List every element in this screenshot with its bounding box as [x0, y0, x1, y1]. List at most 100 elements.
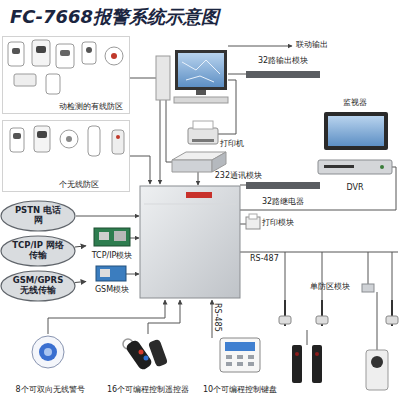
door-contact: [14, 74, 36, 86]
wire: [198, 172, 199, 185]
pir-detector: [32, 40, 50, 66]
pc-keyboard: [174, 97, 228, 103]
keypad-lcd: [225, 342, 255, 351]
smoke-led: [111, 53, 117, 59]
detector-lens: [36, 46, 46, 53]
panel-logo: [186, 192, 212, 198]
detector-lens: [66, 136, 72, 142]
board-chip: [99, 232, 109, 240]
panel-edge: [144, 204, 236, 205]
pc-tower: [156, 56, 170, 100]
module-box: 232通讯模块: [170, 150, 262, 180]
module-box: 打印模块: [244, 214, 314, 232]
node-label: TCP/IP模块: [92, 251, 133, 260]
keypad: [220, 338, 260, 372]
connector-arrow: [75, 281, 86, 282]
diagram-title: FC-7668报警系统示意图: [10, 5, 219, 29]
wire: [322, 252, 323, 300]
module-box: TCP/IP模块: [86, 226, 138, 260]
remote-control: [148, 339, 168, 368]
detector-lens: [86, 47, 92, 53]
wire: [240, 224, 246, 225]
remote-button: [144, 356, 149, 361]
node-label: 232通讯模块: [215, 171, 262, 180]
network-ellipse: TCP/IP 网络传输: [0, 235, 76, 267]
printer-paper: [193, 121, 213, 129]
bus-label: RS-485: [212, 303, 221, 332]
wire: [377, 292, 378, 350]
wire: [392, 252, 393, 300]
wireless-detector: [112, 130, 124, 154]
beam-detector: [292, 345, 302, 383]
wire: [368, 252, 369, 284]
pc-monitor: [175, 50, 227, 90]
remote-control: [125, 339, 154, 372]
gsm-board: [96, 266, 126, 281]
network-ellipse-shape: [1, 236, 75, 266]
board-chip: [100, 269, 110, 277]
wire: [126, 274, 139, 275]
map-lines: [182, 60, 220, 82]
output-module-bar: [246, 71, 320, 78]
zone-group: 动检测的有线防区: [2, 36, 130, 114]
keypad-key: [248, 362, 254, 366]
wire: [240, 185, 246, 186]
bus-label: RS-487: [250, 255, 279, 264]
detector-lens: [12, 48, 20, 54]
beam-lens: [315, 352, 319, 356]
pir-detector: [82, 42, 96, 64]
node-label: 个无线防区: [59, 180, 99, 189]
siren-lamp: [39, 343, 57, 361]
siren-lamp-core: [44, 348, 52, 356]
pc-stand: [196, 90, 206, 95]
node-label: 32路输出模块: [258, 56, 308, 65]
print-paper: [249, 214, 257, 219]
dome-lens: [371, 356, 383, 368]
module-box: 32路继电器: [246, 180, 320, 206]
keypad-key: [237, 362, 243, 366]
wire: [166, 100, 172, 162]
wire: [228, 74, 246, 75]
curtain-detector: [279, 316, 291, 324]
node-label: DVR: [346, 183, 363, 192]
node-label: 10个可编程控制键盘: [203, 385, 277, 394]
curtain-detector: [316, 316, 328, 324]
module-box: 单防区模块: [300, 280, 360, 294]
bus-line: [240, 252, 398, 253]
wire: [148, 300, 180, 334]
connector-arrow: [75, 246, 86, 247]
dvr-led: [380, 165, 384, 169]
pir-detector: [56, 44, 74, 68]
node-label: GSM模块: [95, 285, 129, 294]
keypad-key: [226, 355, 232, 359]
node-label: 8个可双向无线警号: [15, 385, 84, 394]
zone-module-icon: [362, 284, 374, 292]
beam-detector: [312, 345, 322, 383]
board-connector: [114, 231, 126, 241]
beam-lens: [295, 352, 299, 356]
comm-module-front: [172, 160, 212, 172]
zone-group: 个无线防区: [2, 120, 130, 192]
detector-lens: [37, 131, 47, 138]
wire: [212, 300, 213, 338]
pc-screen: [178, 53, 224, 87]
tcpip-board: [94, 228, 130, 246]
glass-break-detector: [46, 74, 60, 94]
dvr-slot: [324, 165, 354, 168]
network-ellipse: PSTN 电话网: [0, 200, 76, 232]
relay-module-bar: [246, 182, 320, 189]
wireless-siren: [32, 336, 64, 368]
printer-slot: [192, 139, 214, 142]
wireless-detector: [34, 126, 50, 152]
monitor-icon: [324, 112, 388, 150]
node-label: 打印机: [220, 139, 244, 148]
alarm-panel: [140, 186, 240, 298]
wireless-smoke-detector: [60, 130, 78, 148]
comm-module-side: [212, 152, 226, 172]
node-label: TCP/IP 网络传输: [12, 241, 64, 261]
wire: [76, 216, 139, 217]
wire: [285, 252, 286, 300]
keypad-key: [248, 355, 254, 359]
device-box: 打印机: [176, 116, 244, 148]
